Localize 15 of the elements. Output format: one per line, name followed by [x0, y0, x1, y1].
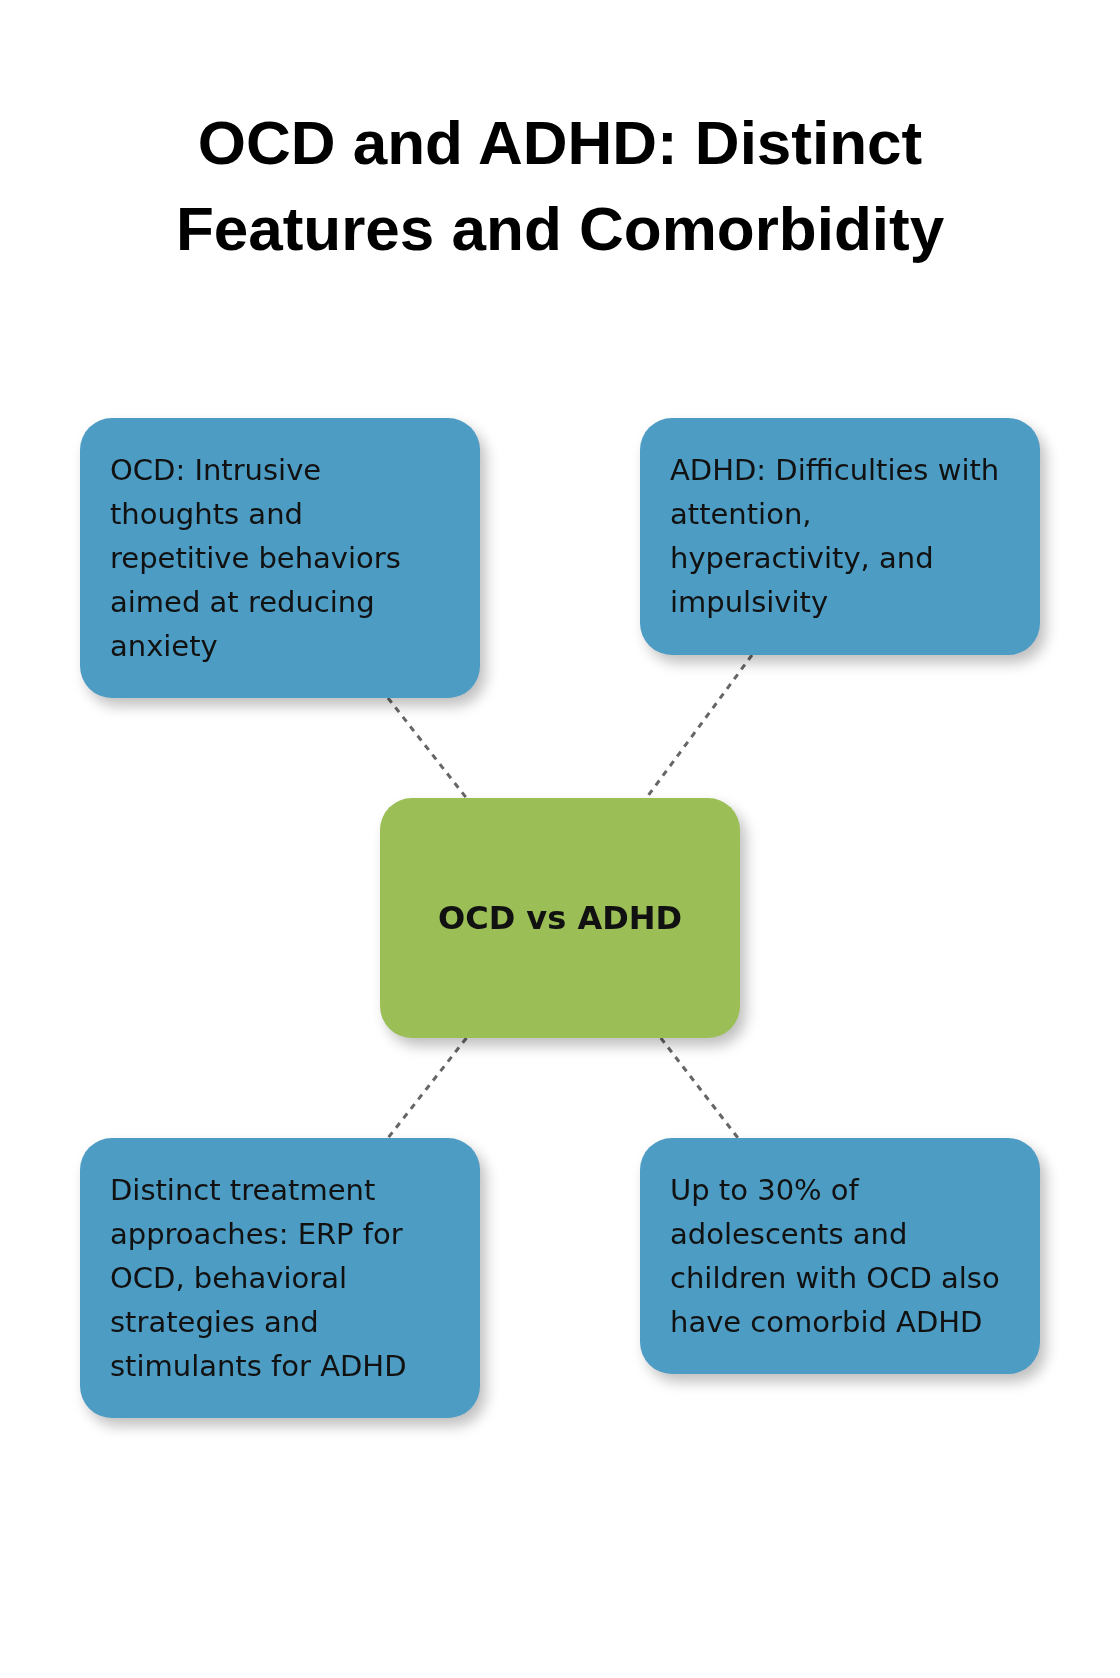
topic-box — [640, 418, 1040, 655]
topic-box — [80, 1138, 480, 1418]
connector-line — [659, 1037, 740, 1139]
box-text: OCD vs ADHD — [437, 898, 683, 939]
topic-box — [640, 1138, 1040, 1374]
topic-box — [80, 418, 480, 698]
center-box — [380, 798, 740, 1038]
connector-line — [645, 654, 754, 799]
title: OCD and ADHD: Distinct Features and Comorbidity — [174, 107, 946, 265]
box-text: Distinct treatment approaches: ERP for OCD, behavioral strategies and stimulants for ADHD — [110, 1172, 408, 1385]
box-text: Up to 30% of adolescents and children with OCD also have comorbid ADHD — [670, 1172, 1001, 1341]
box-text: OCD: Intrusive thoughts and repetitive behaviors aimed at reducing anxiety — [110, 452, 402, 665]
connector-line — [386, 1037, 468, 1139]
box-text: ADHD: Difficulties with attention, hyperactivity, and impulsivity — [670, 452, 1001, 621]
connector-line — [386, 697, 468, 799]
